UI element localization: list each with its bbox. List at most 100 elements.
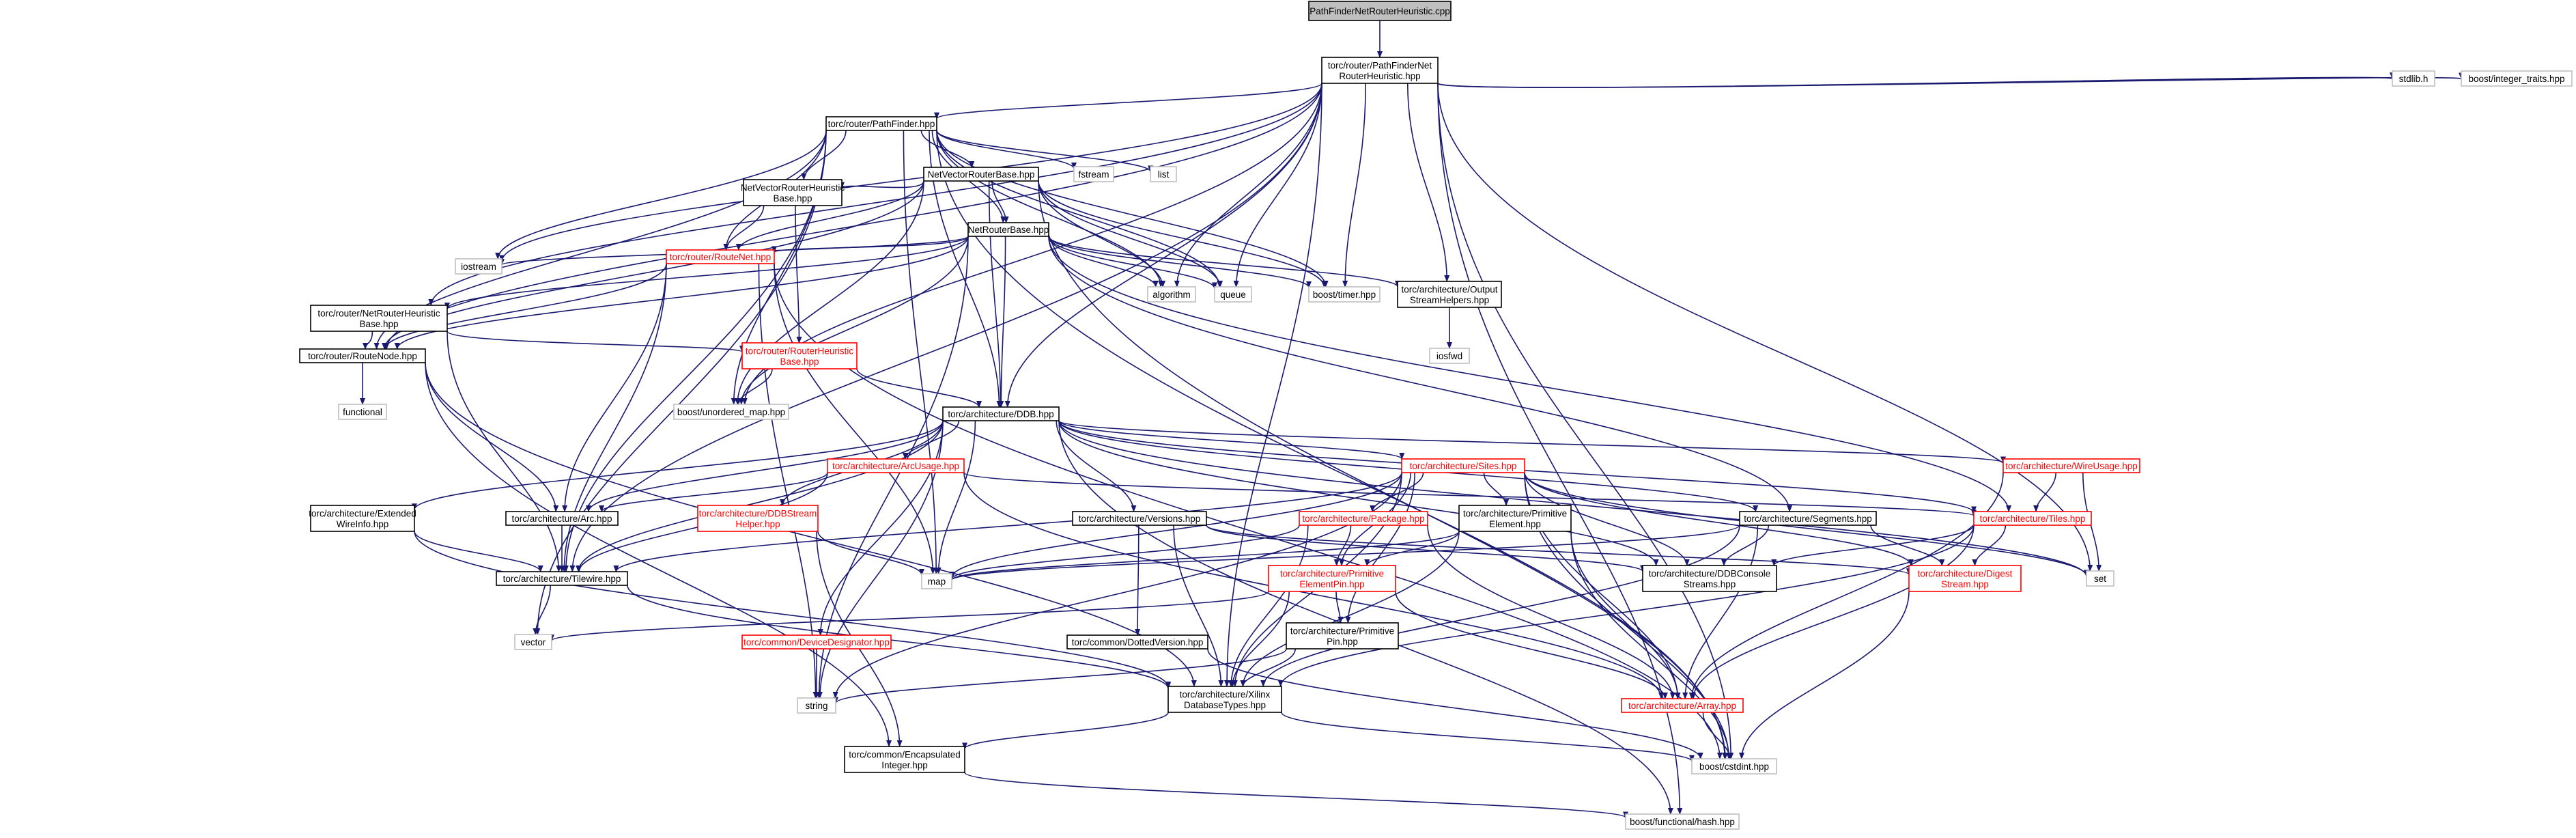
edge-arcusage-to-array	[963, 472, 1665, 699]
graph-node-arc[interactable]: torc/architecture/Arc.hpp	[505, 511, 619, 526]
node-box	[1167, 686, 1282, 713]
edge-ddb-to-wireusage	[1058, 420, 2006, 464]
graph-node-devdes[interactable]: torc/common/DeviceDesignator.hpp	[741, 634, 892, 650]
edge-rrhb-to-unordered	[735, 368, 773, 405]
edge-pep-to-xdt	[1230, 591, 1290, 687]
graph-node-unordered[interactable]: boost/unordered_map.hpp	[673, 404, 789, 420]
graph-node-pathfinder[interactable]: torc/router/PathFinder.hpp	[825, 116, 937, 131]
edge-tiles-to-xdt	[1277, 525, 1975, 687]
node-label: iosfwd	[1436, 351, 1462, 361]
graph-node-list[interactable]: list	[1150, 166, 1177, 182]
graph-node-set[interactable]: set	[2086, 570, 2114, 587]
edge-nvrb-to-ddb	[988, 180, 1004, 408]
node-box	[697, 505, 819, 532]
node-label: torc/architecture/Xilinx	[1180, 689, 1271, 699]
graph-node-ddb[interactable]: torc/architecture/DDB.hpp	[942, 406, 1060, 421]
node-label: torc/architecture/Primitive	[1290, 626, 1394, 636]
graph-node-hash[interactable]: boost/functional/hash.hpp	[1625, 813, 1740, 830]
graph-node-xdt[interactable]: torc/architecture/XilinxDatabaseTypes.hp…	[1167, 686, 1282, 713]
edge-sites-to-prim_el	[1483, 472, 1510, 506]
edge-sites-to-ddbcs	[1524, 472, 1690, 566]
edge-prim_el-to-map	[949, 531, 1460, 581]
edge-sites-to-digest	[1524, 472, 1914, 566]
node-box	[1625, 813, 1740, 830]
graph-node-segments[interactable]: torc/architecture/Segments.hpp	[1739, 511, 1877, 526]
graph-node-fstream[interactable]: fstream	[1073, 166, 1114, 182]
graph-node-vector[interactable]: vector	[514, 634, 552, 650]
edge-ddb-to-ddbcs	[1058, 420, 1659, 566]
graph-node-routenode[interactable]: torc/router/RouteNode.hpp	[299, 348, 426, 363]
graph-node-wireusage[interactable]: torc/architecture/WireUsage.hpp	[2002, 458, 2140, 473]
edge-pfnrh-to-timer	[1342, 83, 1366, 288]
graph-node-stdlib[interactable]: stdlib.h	[2392, 70, 2435, 87]
edge-nrb-to-routenet	[772, 236, 969, 253]
node-label: boost/timer.hpp	[1313, 290, 1376, 300]
node-label: set	[2094, 574, 2106, 584]
graph-node-package[interactable]: torc/architecture/Package.hpp	[1299, 511, 1428, 526]
graph-node-tilewire[interactable]: torc/architecture/Tilewire.hpp	[496, 571, 628, 586]
edge-rrhb-to-ddb	[856, 368, 982, 408]
graph-node-versions[interactable]: torc/architecture/Versions.hpp	[1072, 511, 1207, 526]
graph-node-routenet[interactable]: torc/router/RouteNet.hpp	[666, 249, 775, 264]
node-box	[1397, 281, 1502, 308]
graph-node-sites[interactable]: torc/architecture/Sites.hpp	[1401, 458, 1525, 473]
graph-node-map[interactable]: map	[921, 573, 952, 589]
edge-segments-to-ddbcs	[1721, 525, 1770, 566]
node-label: torc/architecture/WireUsage.hpp	[2005, 461, 2138, 471]
graph-node-arcusage[interactable]: torc/architecture/ArcUsage.hpp	[827, 458, 965, 473]
graph-node-iosfwd[interactable]: iosfwd	[1429, 348, 1470, 364]
edge-nrb-to-nrhb	[444, 236, 969, 310]
node-label: boost/cstdint.hpp	[1699, 762, 1769, 772]
node-label: torc/architecture/DDBConsole	[1649, 568, 1771, 578]
node-box	[923, 167, 1039, 182]
edge-ddb-to-ewi	[412, 420, 944, 511]
edge-routenet-to-routenode	[382, 263, 667, 350]
edge-dotted-to-cstdint	[1207, 648, 1703, 759]
node-label: map	[928, 576, 946, 587]
graph-node-array[interactable]: torc/architecture/Array.hpp	[1621, 698, 1744, 713]
node-box	[1150, 166, 1177, 182]
node-box	[942, 406, 1060, 421]
graph-node-pfnrh[interactable]: torc/router/PathFinderNetRouterHeuristic…	[1321, 57, 1439, 84]
node-box	[1308, 1, 1452, 21]
graph-node-queue[interactable]: queue	[1214, 286, 1252, 303]
graph-node-functional[interactable]: functional	[338, 404, 387, 420]
graph-node-algorithm[interactable]: algorithm	[1147, 286, 1196, 303]
edge-pathfinder-to-fstream	[936, 130, 1077, 169]
edge-pep-to-primpin	[1335, 591, 1344, 624]
node-label: string	[805, 701, 827, 711]
graph-node-nrb[interactable]: NetRouterBase.hpp	[967, 222, 1049, 237]
graph-node-iostream[interactable]: iostream	[455, 258, 503, 275]
edge-ddb-to-arcusage	[903, 420, 960, 460]
edge-segments-to-xdt	[1260, 525, 1740, 687]
graph-node-string[interactable]: string	[797, 697, 836, 714]
node-label: WireInfo.hpp	[337, 519, 389, 529]
edge-pfnrh-to-algorithm	[1174, 83, 1322, 288]
edge-ewi-to-xdt	[414, 531, 1171, 688]
edge-pfnrh-to-queue	[1233, 83, 1322, 288]
node-label: boost/integer_traits.hpp	[2468, 74, 2564, 84]
graph-node-root[interactable]: PathFinderNetRouterHeuristic.cpp	[1308, 1, 1452, 21]
edge-pathfinder-to-timer	[936, 130, 1329, 288]
graph-node-nvrb[interactable]: NetVectorRouterBase.hpp	[923, 167, 1039, 182]
edge-sites-to-map	[949, 472, 1402, 578]
graph-node-dotted[interactable]: torc/common/DottedVersion.hpp	[1066, 634, 1208, 650]
graph-node-typetraits[interactable]: boost/integer_traits.hpp	[2461, 70, 2573, 87]
node-box	[1308, 286, 1381, 303]
graph-node-timer[interactable]: boost/timer.hpp	[1308, 286, 1381, 303]
graph-node-pep[interactable]: torc/architecture/PrimitiveElementPin.hp…	[1268, 565, 1396, 592]
graph-node-cstdint[interactable]: boost/cstdint.hpp	[1691, 758, 1777, 774]
graph-node-osh[interactable]: torc/architecture/OutputStreamHelpers.hp…	[1397, 281, 1502, 308]
graph-node-tiles[interactable]: torc/architecture/Tiles.hpp	[1973, 511, 2092, 526]
edge-nrb-to-tiles	[1048, 236, 2012, 512]
